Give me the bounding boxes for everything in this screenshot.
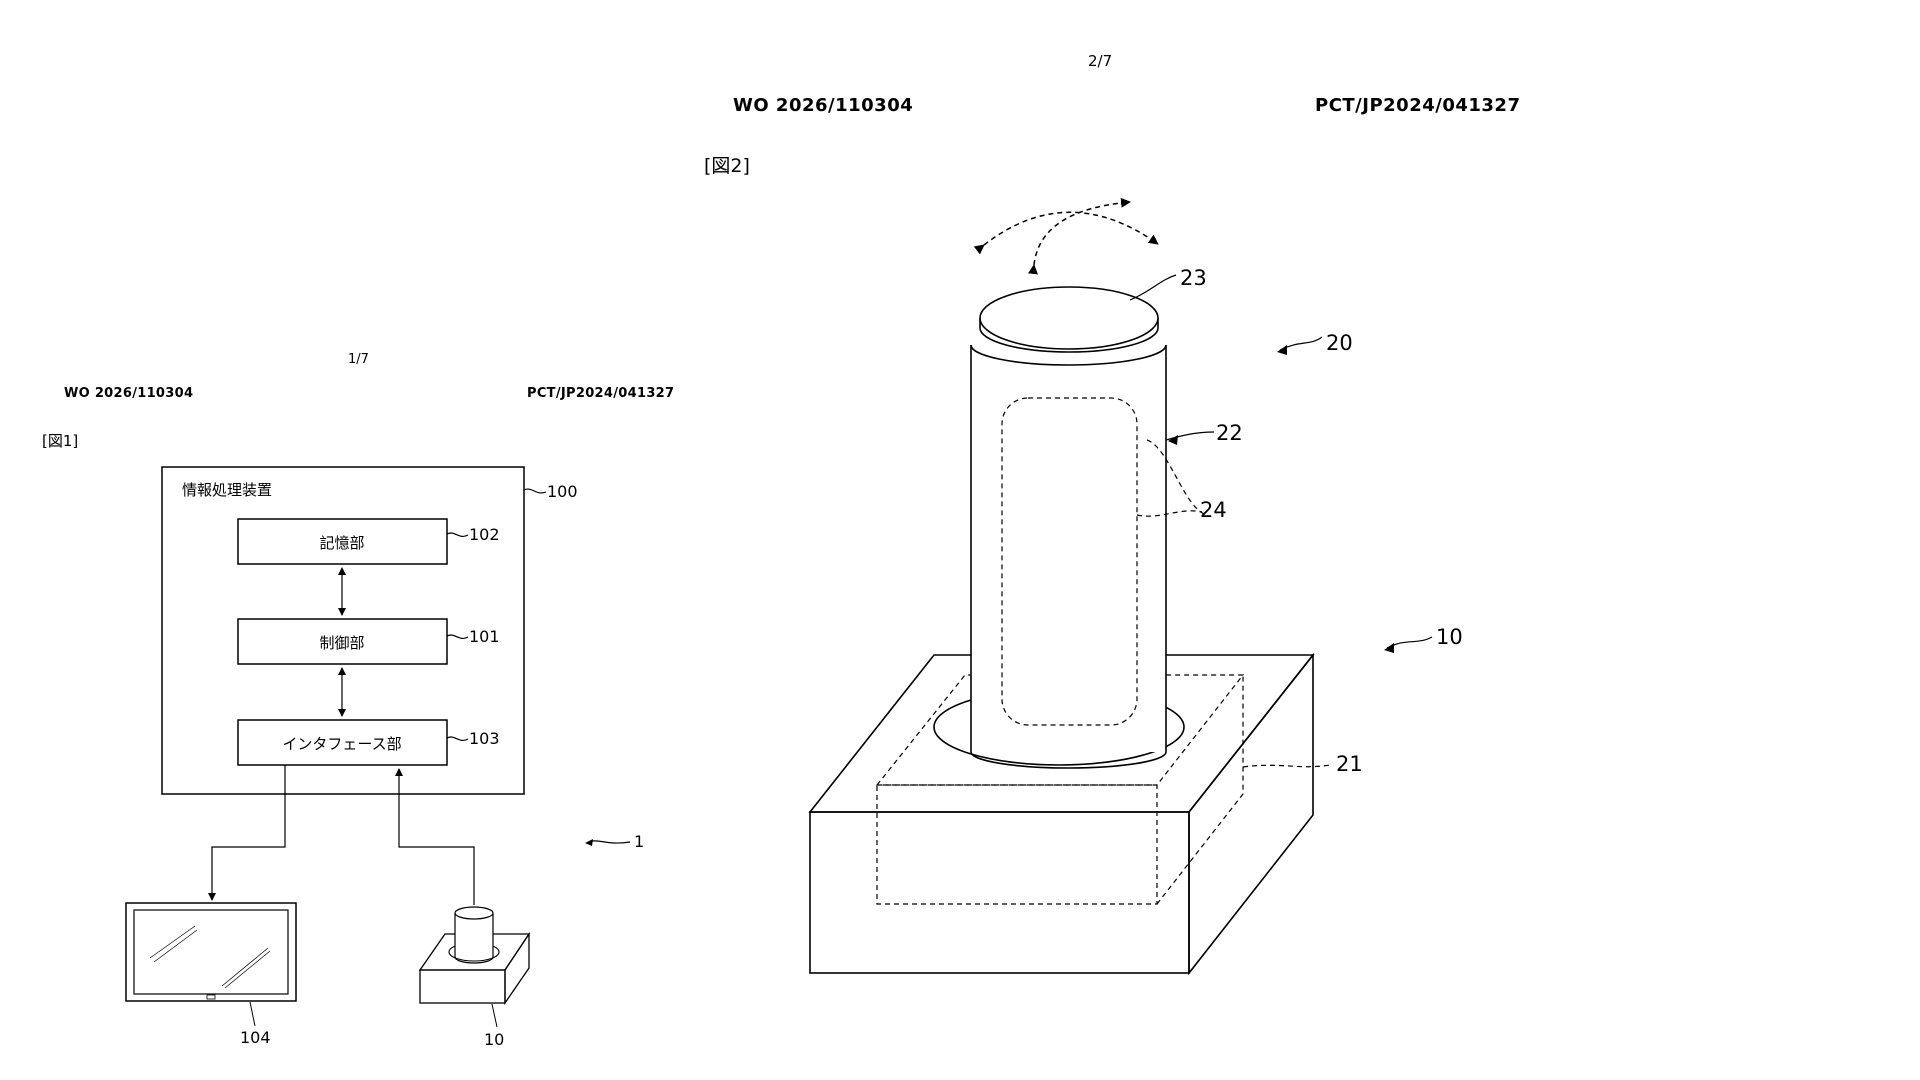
storage-label: 記憶部 — [319, 534, 364, 552]
sensor-device-small — [418, 906, 531, 1006]
ref-10-small: 10 — [484, 1030, 504, 1049]
interface-block — [237, 719, 448, 766]
sheet1-publication-number: WO 2026/110304 — [64, 386, 194, 401]
fig2-label: [図2] — [704, 155, 750, 177]
ref-1: 1 — [634, 832, 644, 851]
control-block — [237, 618, 448, 665]
storage-block — [237, 518, 448, 565]
sheet1-application-number: PCT/JP2024/041327 — [527, 386, 675, 401]
ref-101: 101 — [469, 627, 500, 646]
fig1-label: [図1] — [42, 432, 79, 450]
device-title: 情報処理装置 — [182, 481, 272, 499]
ref-24: 24 — [1200, 498, 1227, 522]
sheet2-publication-number: WO 2026/110304 — [733, 95, 914, 116]
ref-100: 100 — [547, 482, 578, 501]
ref-10: 10 — [1436, 625, 1463, 649]
sheet2-page-number: 2/7 — [1088, 52, 1113, 70]
sheet2-application-number: PCT/JP2024/041327 — [1315, 95, 1521, 116]
rotation-arrows — [973, 197, 1159, 275]
ref-104: 104 — [240, 1028, 271, 1047]
base-block — [808, 652, 1315, 976]
ref-103: 103 — [469, 729, 500, 748]
ref-22: 22 — [1216, 421, 1243, 445]
internal-element-hidden — [1001, 397, 1138, 726]
interface-label: インタフェース部 — [282, 735, 401, 753]
ref-23: 23 — [1180, 266, 1207, 290]
device-box — [161, 466, 525, 795]
control-label: 制御部 — [319, 634, 364, 652]
inner-container-hidden — [875, 674, 1245, 905]
ref-20: 20 — [1326, 331, 1353, 355]
display-device — [125, 902, 297, 1002]
ref-102: 102 — [469, 525, 500, 544]
sheet1-page-number: 1/7 — [348, 352, 369, 367]
cylinder-body — [970, 344, 1167, 769]
ref-21: 21 — [1336, 752, 1363, 776]
top-cap — [979, 286, 1159, 353]
